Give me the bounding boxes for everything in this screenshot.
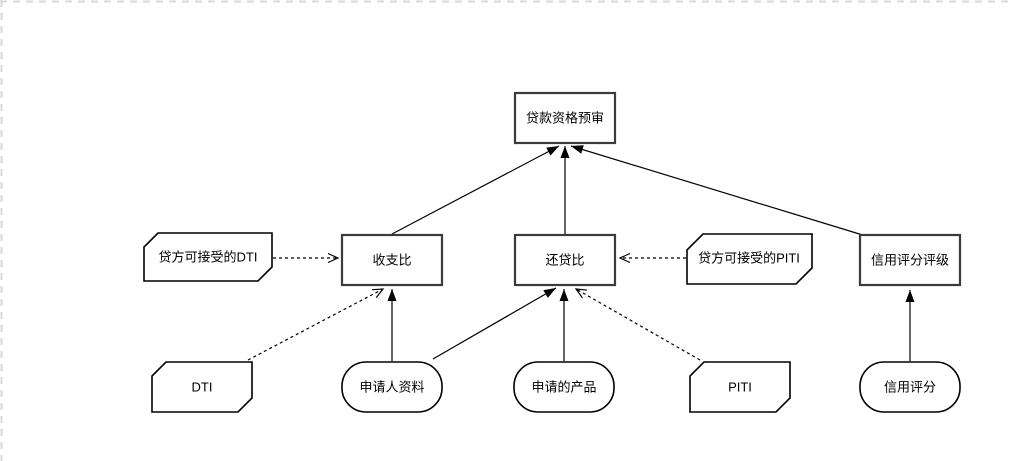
node-lender-acceptable-piti-shape [686, 233, 813, 285]
node-repayment-ratio[interactable]: 还贷比 [513, 233, 617, 287]
node-credit-score-rating-label: 信用评分评级 [871, 253, 949, 268]
edge-applicant-info-to-repayment-ratio[interactable] [432, 287, 557, 360]
node-piti[interactable]: PITI [689, 361, 791, 413]
node-repayment-ratio-shape [513, 233, 617, 287]
node-lender-acceptable-dti-label: 贷方可接受的DTI [159, 250, 258, 265]
node-dti[interactable]: DTI [151, 361, 253, 413]
node-loan-prequalification[interactable]: 贷款资格预审 [513, 91, 617, 145]
node-income-expense-ratio[interactable]: 收支比 [340, 233, 444, 287]
node-income-expense-ratio-label: 收支比 [372, 253, 411, 268]
node-credit-score-rating-shape [858, 233, 962, 287]
node-income-expense-ratio-shape [340, 233, 444, 287]
node-lender-acceptable-dti-shape [143, 232, 273, 282]
node-piti-shape [689, 361, 791, 413]
edge-credit-score-rating-to-preapproval[interactable] [570, 145, 867, 237]
node-dti-shape [151, 361, 253, 413]
node-credit-score[interactable]: 信用评分 [859, 361, 961, 413]
node-applied-product[interactable]: 申请的产品 [513, 361, 615, 413]
node-lender-acceptable-piti[interactable]: 贷方可接受的PITI [686, 233, 813, 285]
node-credit-score-rating[interactable]: 信用评分评级 [858, 233, 962, 287]
node-lender-acceptable-piti-label: 贷方可接受的PITI [698, 251, 800, 266]
edge-piti-to-repayment-ratio[interactable] [574, 288, 701, 361]
edge-dti-to-income-expense-ratio[interactable] [247, 288, 385, 361]
node-dti-label: DTI [192, 380, 213, 395]
node-applied-product-shape [513, 361, 615, 413]
node-piti-label: PITI [728, 380, 752, 395]
node-credit-score-shape [859, 361, 961, 413]
node-credit-score-label: 信用评分 [884, 380, 936, 395]
node-applicant-info-label: 申请人资料 [359, 380, 424, 395]
node-applied-product-label: 申请的产品 [531, 380, 596, 395]
node-loan-prequalification-shape [513, 91, 617, 145]
node-applicant-info[interactable]: 申请人资料 [341, 361, 443, 413]
node-applicant-info-shape [341, 361, 443, 413]
node-lender-acceptable-dti[interactable]: 贷方可接受的DTI [143, 232, 273, 282]
edge-income-expense-ratio-to-preapproval[interactable] [391, 145, 560, 235]
node-loan-prequalification-label: 贷款资格预审 [526, 111, 604, 126]
node-repayment-ratio-label: 还贷比 [545, 253, 584, 268]
